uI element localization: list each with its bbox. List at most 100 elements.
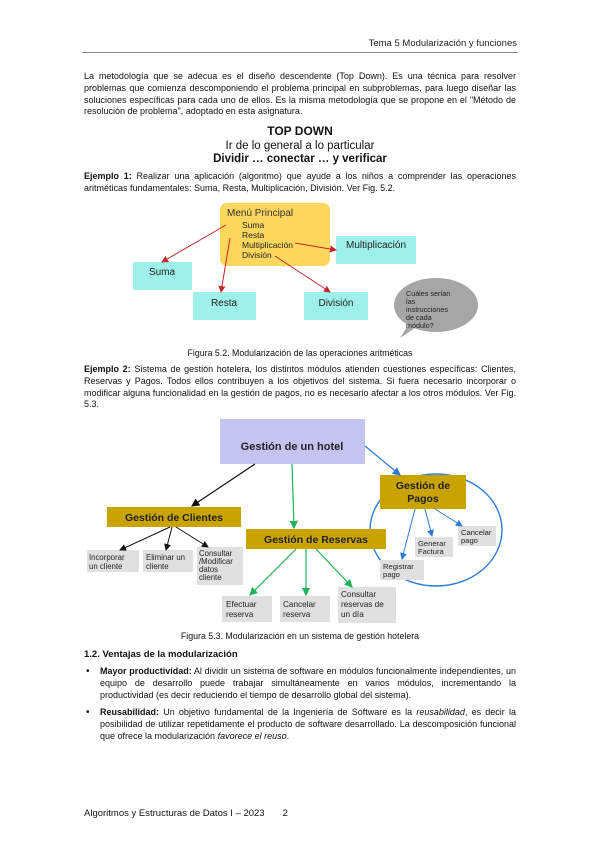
menu-principal-box [220, 203, 330, 266]
pago-sub-cancelar-l2: pago [461, 536, 478, 545]
advantage-reusabilidad-em-a: reusabilidad [416, 707, 465, 718]
pago-sub-cancelar [458, 526, 496, 546]
menu-item-resta: Resta [242, 230, 264, 240]
box-division-label: División [318, 298, 353, 309]
cliente-sub-consultar-l3: datos [199, 565, 218, 574]
box-resta [193, 292, 256, 320]
section-heading: 1.2. Ventajas de la modularización [84, 649, 238, 660]
box-resta-label: Resta [211, 298, 238, 309]
arrow-to-consultar-reserva [315, 548, 353, 588]
hotel-label: Gestión de un hotel [241, 441, 344, 453]
page-number: 2 [282, 808, 288, 819]
arrow-to-clientes [191, 463, 256, 507]
box-suma [133, 262, 192, 290]
example2-text: Sistema de gestión hotelera, los distint… [84, 364, 516, 410]
arrow-to-resta [218, 237, 231, 293]
arrow-to-eliminar [164, 526, 173, 551]
advantage-reusabilidad-text-b: , es decir la posibilidad de utilizar re… [100, 707, 516, 741]
arrow-to-efectuar [249, 548, 297, 596]
topdown-title: TOP DOWN [267, 124, 333, 138]
box-multiplicacion [336, 236, 416, 264]
arrow-to-suma [161, 224, 227, 263]
reserva-sub-efectuar [222, 596, 272, 622]
bubble-line-2: las [406, 297, 416, 306]
pago-sub-registrar-l1: Registrar [383, 562, 414, 571]
reserva-sub-cancelar [280, 596, 330, 622]
menu-title: Menú Principal [227, 208, 293, 219]
example2-paragraph: Ejemplo 2: Sistema de gestión hotelera, … [84, 364, 516, 411]
cliente-sub-incorporar-l1: Incorporar [89, 553, 125, 562]
example2-label: Ejemplo 2: [84, 364, 131, 374]
example1-paragraph: Ejemplo 1: Realizar una aplicación (algo… [84, 171, 516, 195]
clientes-label: Gestión de Clientes [125, 512, 223, 524]
arrow-to-consultar-cliente [175, 526, 209, 548]
arrow-to-pagos [364, 445, 401, 476]
cliente-sub-incorporar-l2: un cliente [89, 562, 122, 571]
reserva-sub-cancelar-l1: Cancelar [283, 600, 316, 609]
section-number: 1.2. [84, 649, 100, 660]
reserva-sub-consultar-l1: Consultar [341, 590, 376, 599]
figure-5-2-caption: Figura 5.2. Modularización de las operac… [187, 348, 413, 358]
reserva-sub-consultar [338, 587, 396, 623]
pagos-oval [369, 473, 503, 587]
menu-item-suma: Suma [242, 220, 264, 230]
box-division [304, 292, 368, 320]
cliente-sub-eliminar [143, 550, 193, 572]
pago-sub-generar-l1: Generar [418, 539, 446, 548]
bubble-tail [400, 322, 418, 338]
cliente-sub-consultar-l2: /Modificar [199, 557, 233, 566]
arrow-to-cancelar-pago [434, 508, 463, 527]
cliente-sub-incorporar [87, 550, 139, 572]
advantage-reusabilidad-term: Reusabilidad: [100, 707, 160, 718]
advantage-productividad-term: Mayor productividad: [100, 666, 192, 676]
pago-sub-generar-l2: Factura [418, 547, 445, 556]
arrow-to-division [274, 255, 331, 293]
advantage-productividad: Mayor productividad: Al dividir un siste… [84, 666, 516, 701]
arrow-to-multiplicacion [294, 242, 337, 253]
cliente-sub-eliminar-l2: cliente [146, 562, 169, 571]
reserva-sub-consultar-l2: reservas de [341, 600, 384, 609]
advantage-reusabilidad-em-b: favorece el reuso [217, 730, 287, 741]
pagos-box [380, 475, 466, 509]
pago-sub-registrar-l2: pago [383, 570, 400, 579]
topdown-line2: Dividir … conectar … y verificar [213, 153, 387, 165]
arrow-to-registrar [400, 508, 416, 560]
pago-sub-registrar [380, 560, 424, 580]
page-footer: Algoritmos y Estructuras de Datos I – 20… [84, 808, 288, 819]
reserva-sub-cancelar-l2: reserva [283, 610, 311, 619]
bubble-line-3: instrucciones [406, 305, 448, 314]
box-multiplicacion-label: Multiplicación [346, 240, 406, 251]
clientes-box [107, 507, 241, 527]
advantage-productividad-text: Al dividir un sistema de software en mód… [100, 666, 516, 700]
intro-paragraph: La metodología que se adecua es el diseñ… [84, 71, 516, 117]
arrow-to-incorporar [119, 526, 171, 551]
question-bubble [394, 278, 478, 332]
cliente-sub-eliminar-l1: Eliminar un [146, 553, 185, 562]
reserva-sub-efectuar-l1: Efectuar [226, 600, 257, 609]
section-title: Ventajas de la modularización [102, 649, 238, 660]
example1-text: Realizar una aplicación (algoritmo) que … [84, 171, 516, 193]
cliente-sub-consultar-l4: cliente [199, 573, 222, 582]
menu-item-division: División [242, 250, 272, 260]
reservas-box [246, 529, 386, 549]
header-rule [82, 52, 518, 53]
reserva-sub-efectuar-l2: reserva [226, 610, 254, 619]
reserva-sub-consultar-l3: un día [341, 610, 364, 619]
bubble-line-4: de cada [406, 313, 432, 322]
arrow-to-reservas [289, 463, 298, 530]
advantage-reusabilidad-text-c: . [286, 730, 290, 741]
bubble-line-1: Cuáles serían [406, 289, 450, 298]
cliente-sub-consultar [197, 547, 243, 585]
cliente-sub-consultar-l1: Consultar [199, 549, 233, 558]
figure-5-3-caption: Figura 5.3. Modularización en un sistema… [180, 631, 420, 641]
pago-sub-cancelar-l1: Cancelar [461, 528, 492, 537]
box-suma-label: Suma [149, 267, 176, 278]
running-header: Tema 5 Modularización y funciones [368, 38, 517, 49]
advantage-reusabilidad: Reusabilidad: Un objetivo fundamental de… [84, 707, 516, 742]
example1-label: Ejemplo 1: [84, 171, 132, 181]
hotel-box [220, 419, 365, 464]
advantage-reusabilidad-text-a: Un objetivo fundamental de la Ingeniería… [159, 707, 417, 718]
advantages-list: Mayor productividad: Al dividir un siste… [84, 666, 516, 743]
pagos-label-1: Gestión de [396, 480, 450, 492]
topdown-line1: Ir de lo general a lo particular [225, 140, 375, 152]
